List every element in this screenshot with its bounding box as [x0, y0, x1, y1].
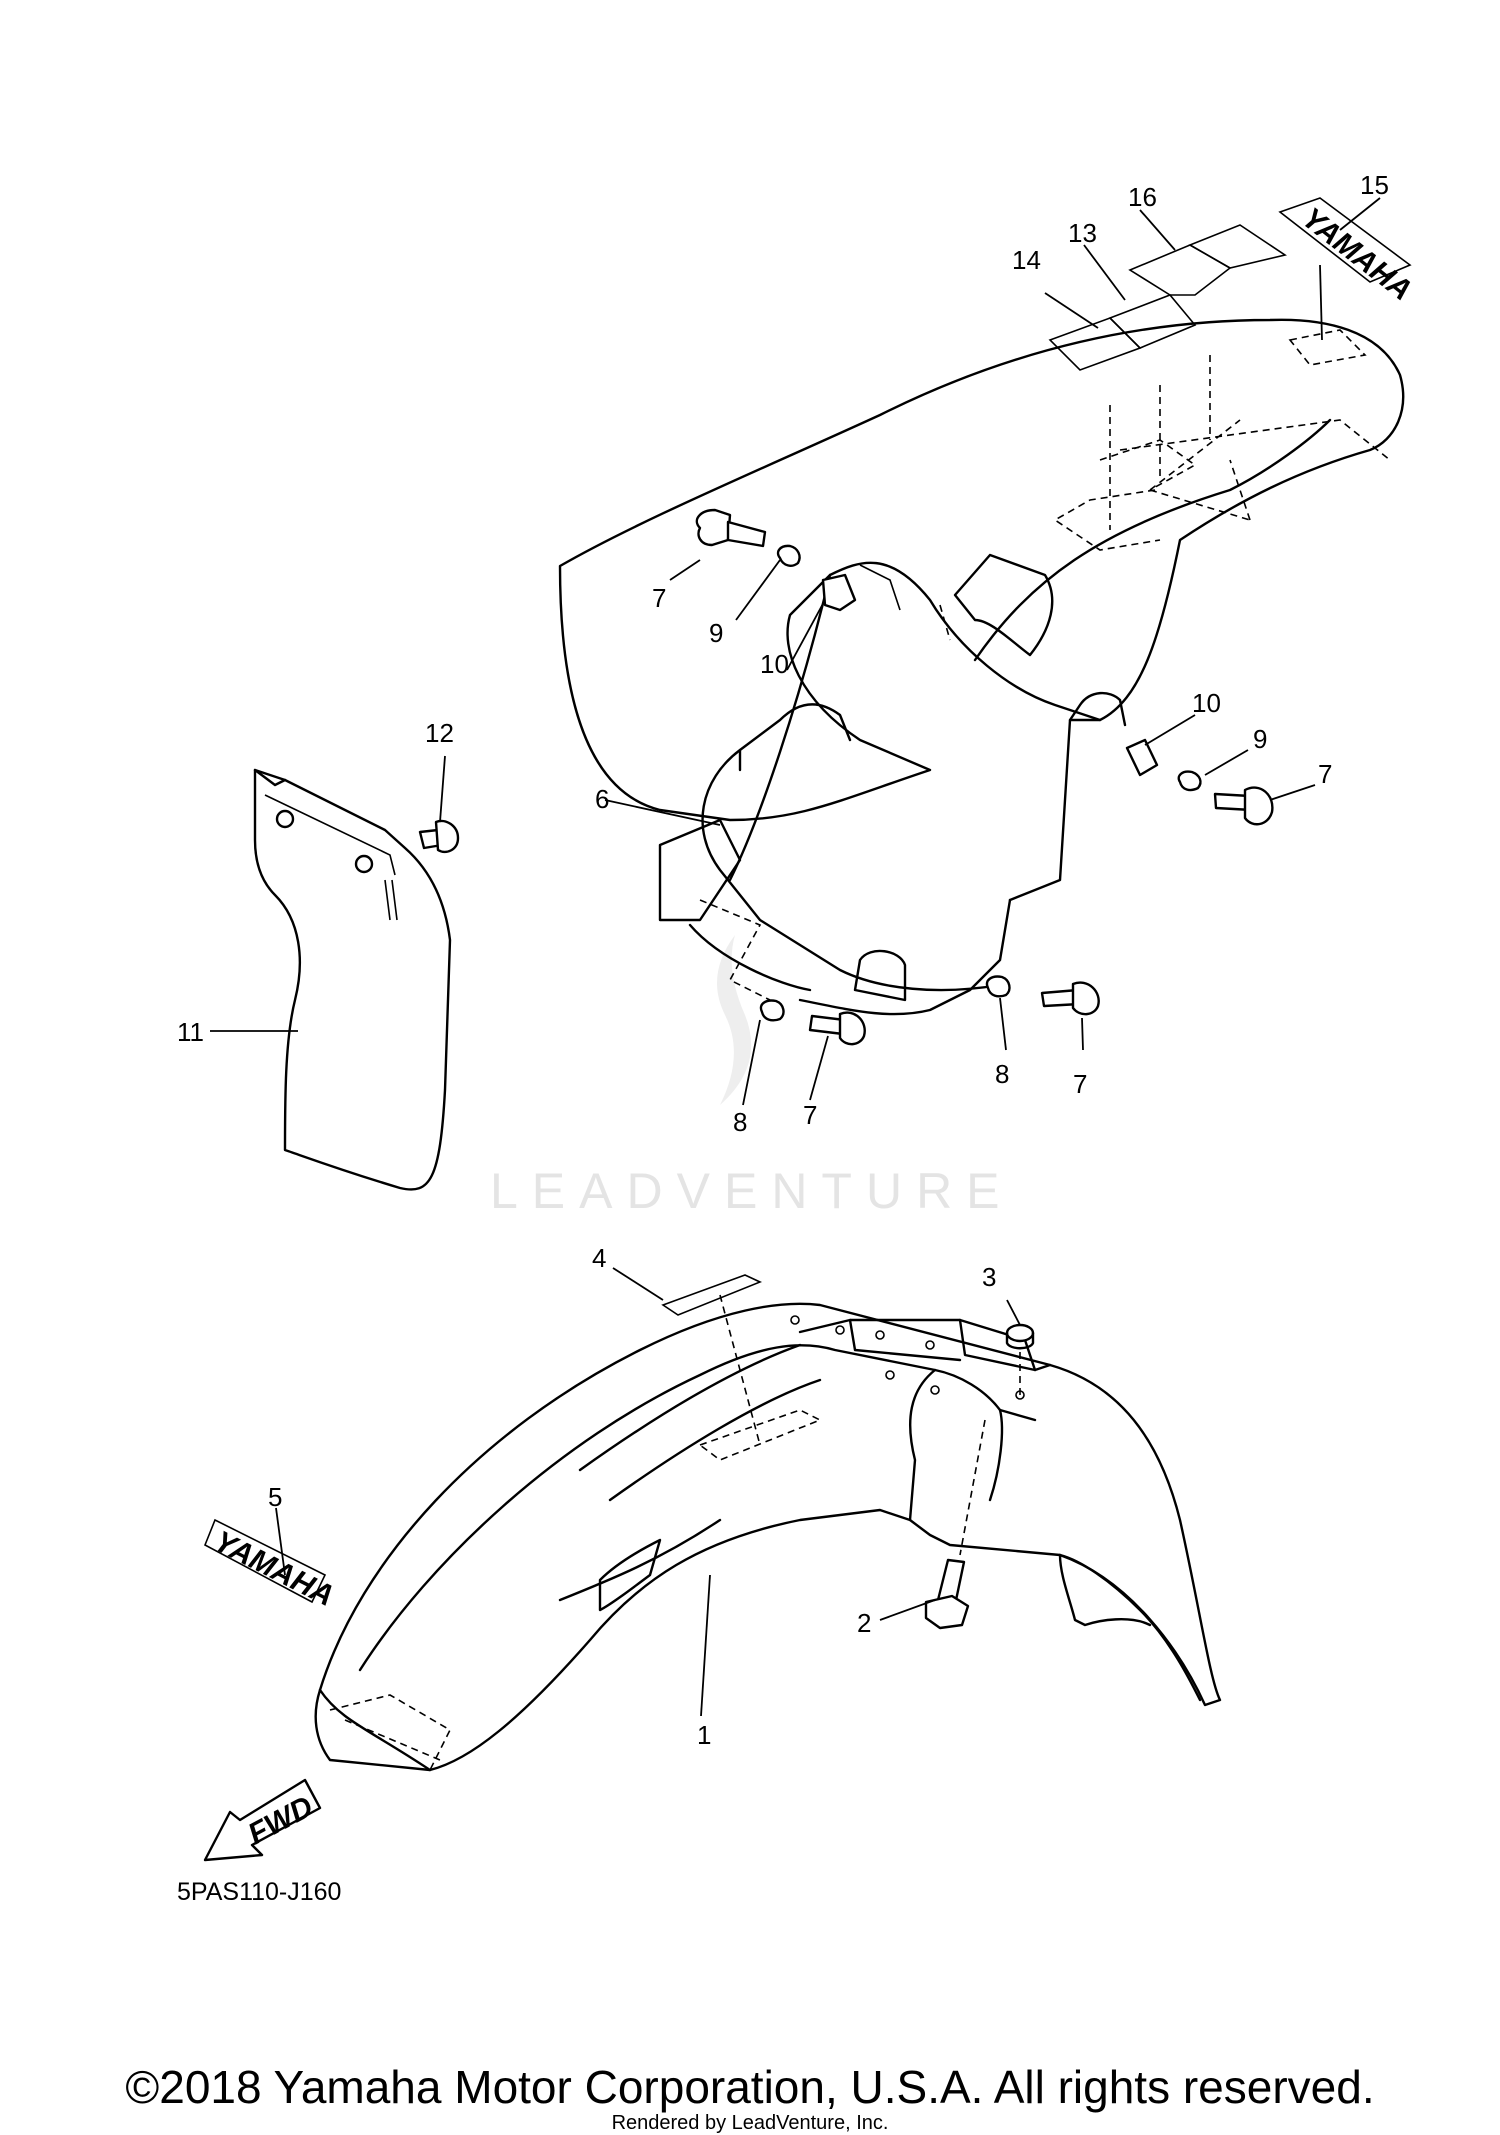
hardware-upper-left — [695, 508, 901, 612]
callout-9-right: 9 — [1253, 724, 1267, 754]
callout-labels: 1 2 3 4 5 6 7 7 7 7 8 8 9 9 10 10 11 12 … — [177, 170, 1389, 1750]
hardware-lower — [418, 819, 1100, 1046]
front-yamaha-decal: YAMAHA — [203, 1518, 339, 1613]
callout-7-right: 7 — [1318, 759, 1332, 789]
callout-9-upper: 9 — [709, 618, 723, 648]
callout-15: 15 — [1360, 170, 1389, 200]
callout-10-upper: 10 — [760, 649, 789, 679]
rear-fender — [558, 318, 1405, 1016]
callout-6: 6 — [595, 784, 609, 814]
mud-flap — [253, 768, 452, 1191]
hardware-right — [1125, 738, 1274, 826]
diagram-code: 5PAS110-J160 — [177, 1878, 341, 1906]
grommet-3 — [1005, 1323, 1035, 1395]
rendered-by-notice: Rendered by LeadVenture, Inc. — [611, 2112, 889, 2134]
callout-2: 2 — [857, 1608, 871, 1638]
rear-yamaha-decal: YAMAHA — [1278, 197, 1418, 307]
front-top-decal — [661, 1274, 763, 1446]
callout-8-right: 8 — [995, 1059, 1009, 1089]
callout-7-upper: 7 — [652, 583, 666, 613]
callout-3: 3 — [982, 1262, 996, 1292]
callout-5: 5 — [268, 1482, 282, 1512]
copyright-notice: ©2018 Yamaha Motor Corporation, U.S.A. A… — [125, 2061, 1375, 2113]
bolt-2 — [924, 1419, 986, 1630]
callout-4: 4 — [592, 1243, 606, 1273]
watermark: LEADVENTURE — [490, 935, 1014, 1219]
seat-decals — [1048, 224, 1287, 371]
front-fender — [314, 1302, 1222, 1772]
callout-7-lower-left: 7 — [803, 1100, 817, 1130]
leader-lines — [210, 197, 1381, 1717]
fwd-arrow: FWD — [203, 1778, 322, 1862]
callout-14: 14 — [1012, 245, 1041, 275]
callout-1: 1 — [697, 1720, 711, 1750]
callout-10-right: 10 — [1192, 688, 1221, 718]
callout-7-lower-right: 7 — [1073, 1069, 1087, 1099]
front-yamaha-decal-text: YAMAHA — [209, 1525, 339, 1613]
callout-13: 13 — [1068, 218, 1097, 248]
callout-16: 16 — [1128, 182, 1157, 212]
callout-8-left: 8 — [733, 1107, 747, 1137]
callout-11: 11 — [177, 1017, 204, 1047]
watermark-text: LEADVENTURE — [490, 1163, 1014, 1219]
callout-12: 12 — [425, 718, 454, 748]
